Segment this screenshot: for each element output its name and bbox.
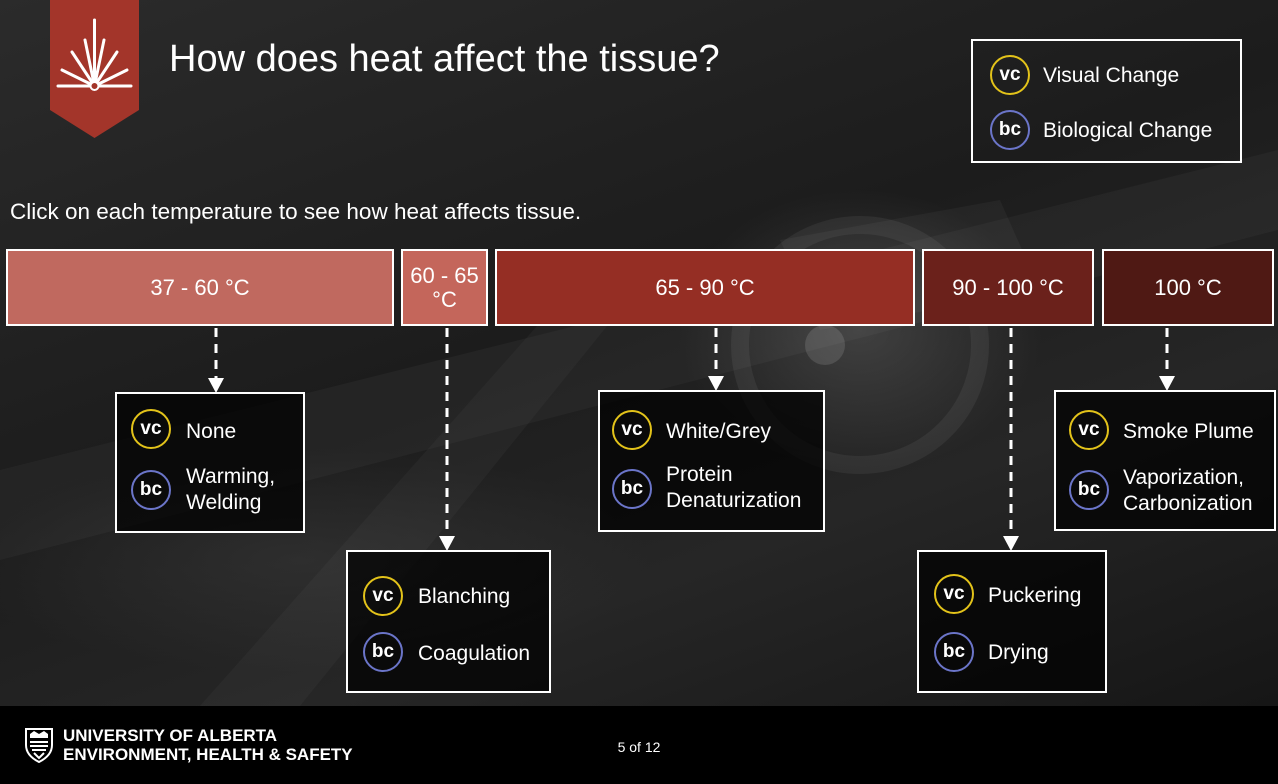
connector-arrows — [208, 328, 1175, 551]
footer-bar — [0, 706, 1278, 784]
banner-ribbon — [50, 0, 139, 138]
biological-change-badge-icon: bc — [131, 470, 171, 510]
legend-visual-label: Visual Change — [1043, 64, 1180, 87]
temp-label: 90 - 100 °C — [952, 274, 1064, 300]
biological-change-text: Warming, Welding — [186, 465, 276, 514]
instruction-text: Click on each temperature to see how hea… — [10, 199, 582, 224]
arrowhead-icon — [708, 376, 724, 391]
arrowhead-icon — [439, 536, 455, 551]
biological-change-text: Coagulation — [418, 642, 531, 665]
visual-change-badge-icon: vc — [990, 55, 1030, 95]
visual-change-badge-icon: vc — [131, 409, 171, 449]
effect-box-37-60: vc None bc Warming, Welding — [115, 392, 305, 533]
temp-label: 65 - 90 °C — [655, 274, 755, 300]
temp-label: 60 - 65 °C — [410, 262, 479, 312]
biological-change-badge-icon: bc — [934, 632, 974, 672]
visual-change-text: Blanching — [418, 585, 511, 608]
temp-button-65-90[interactable]: 65 - 90 °C — [495, 249, 915, 326]
biological-change-text: Drying — [988, 641, 1049, 664]
org-name-line1: UNIVERSITY OF ALBERTA — [63, 726, 278, 745]
arrowhead-icon — [208, 378, 224, 393]
arrowhead-icon — [1003, 536, 1019, 551]
visual-change-badge-icon: vc — [934, 574, 974, 614]
biological-change-badge-icon: bc — [990, 110, 1030, 150]
temp-button-37-60[interactable]: 37 - 60 °C — [6, 249, 394, 326]
visual-change-text: Smoke Plume — [1123, 420, 1254, 443]
visual-change-text: Puckering — [988, 584, 1082, 607]
university-crest-icon — [25, 728, 53, 763]
effect-box-60-65: vc Blanching bc Coagulation — [346, 550, 551, 693]
effect-box-90-100: vc Puckering bc Drying — [917, 550, 1107, 693]
visual-change-badge-icon: vc — [612, 410, 652, 450]
visual-change-badge-icon: vc — [363, 576, 403, 616]
temp-button-90-100[interactable]: 90 - 100 °C — [922, 249, 1094, 326]
arrowhead-icon — [1159, 376, 1175, 391]
temp-button-60-65[interactable]: 60 - 65 °C — [401, 249, 488, 326]
effect-box-100: vc Smoke Plume bc Vaporization, Carboniz… — [1054, 390, 1276, 531]
biological-change-badge-icon: bc — [612, 469, 652, 509]
temp-label: 100 °C — [1154, 274, 1222, 300]
effect-box-65-90: vc White/Grey bc Protein Denaturization — [598, 390, 825, 532]
biological-change-badge-icon: bc — [363, 632, 403, 672]
starburst-icon — [56, 18, 133, 88]
temp-label: 37 - 60 °C — [150, 274, 250, 300]
page-indicator-text: 5 of 12 — [617, 739, 661, 755]
biological-change-text: Protein Denaturization — [666, 463, 802, 512]
temp-button-100[interactable]: 100 °C — [1102, 249, 1274, 326]
slide-area: How does heat affect the tissue? vc Visu… — [0, 0, 1278, 706]
biological-change-text: Vaporization, Carbonization — [1123, 466, 1253, 515]
page-title: How does heat affect the tissue? — [169, 38, 720, 80]
visual-change-text: None — [186, 420, 237, 443]
page-indicator: 5 of 12 — [0, 738, 1278, 756]
visual-change-badge-icon: vc — [1069, 410, 1109, 450]
visual-change-text: White/Grey — [666, 420, 772, 443]
legend-biological-label: Biological Change — [1043, 119, 1213, 142]
biological-change-badge-icon: bc — [1069, 470, 1109, 510]
org-name-line2: ENVIRONMENT, HEALTH & SAFETY — [63, 745, 353, 764]
legend-box: vc Visual Change bc Biological Change — [971, 39, 1242, 163]
